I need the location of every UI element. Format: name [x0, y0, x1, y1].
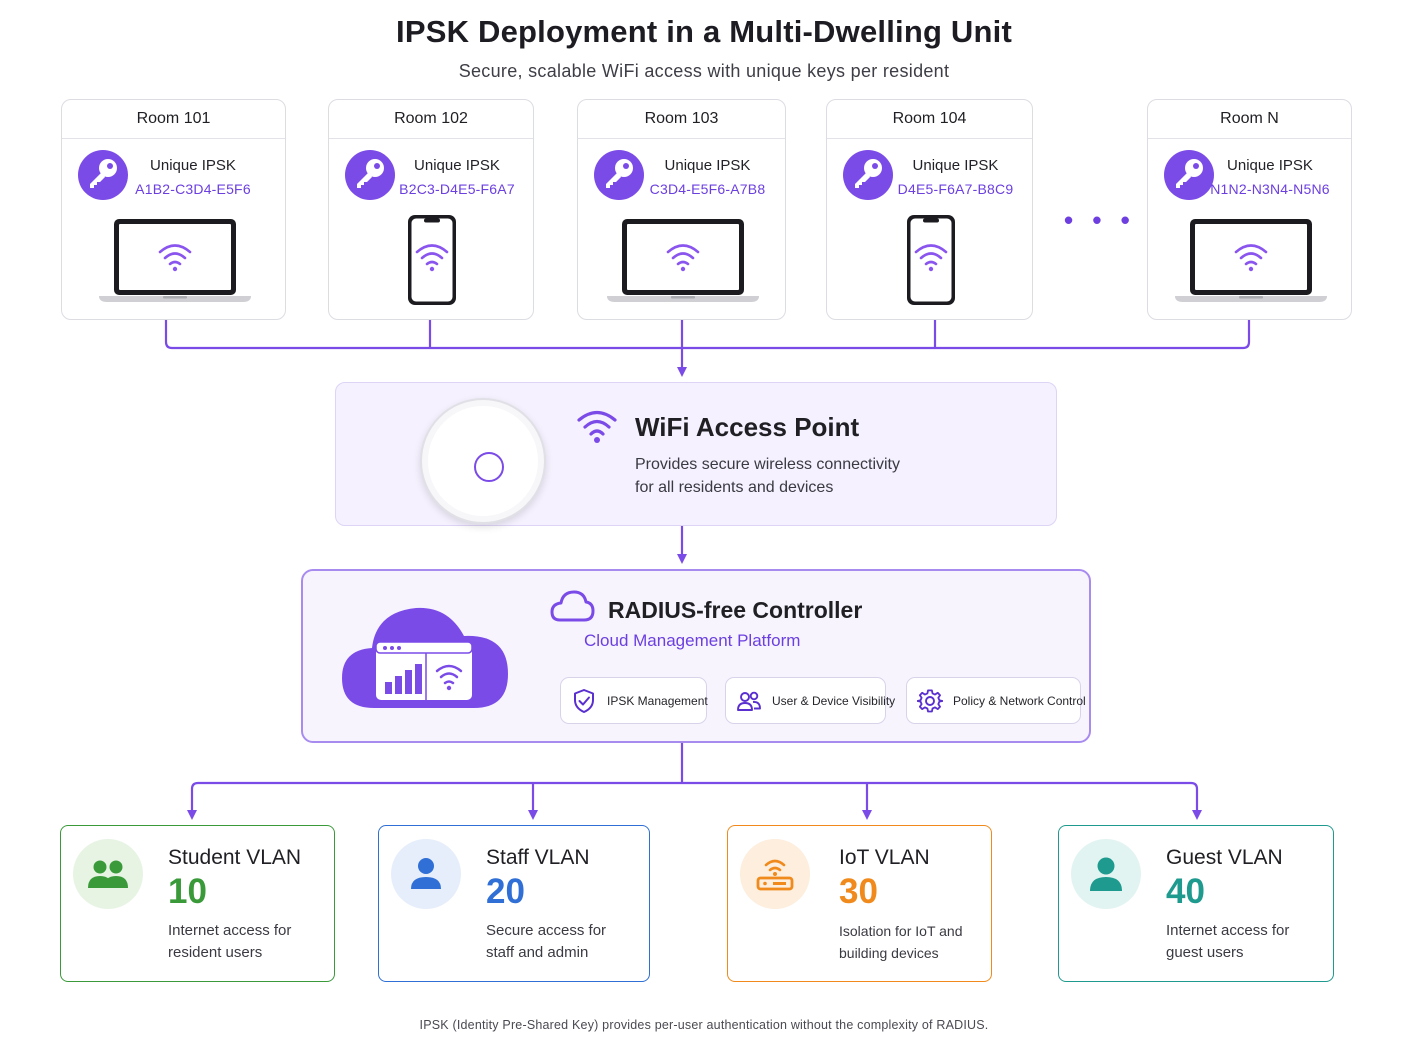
laptop-icon: [97, 216, 253, 311]
ipsk-key-value: N1N2-N3N4-N5N6: [1210, 181, 1330, 197]
access-point-panel: WiFi Access Point Provides secure wirele…: [335, 382, 1057, 526]
room-name: Room 101: [62, 100, 285, 139]
access-point-description: Provides secure wireless connectivity fo…: [635, 456, 900, 496]
vlan-name: Staff VLAN: [486, 846, 590, 869]
users-icon: [737, 691, 761, 711]
wifi-icon: [577, 410, 617, 443]
group-icon: [73, 839, 143, 909]
vlan-name: Guest VLAN: [1166, 846, 1283, 869]
laptop-icon: [1173, 216, 1329, 311]
room-name: Room 104: [827, 100, 1032, 139]
gear-icon: [917, 688, 943, 712]
ipsk-key-value: A1B2-C3D4-E5F6: [135, 181, 251, 197]
vlan-id: 10: [168, 872, 207, 911]
phone-icon: [407, 214, 457, 311]
ipsk-label: Unique IPSK: [1227, 157, 1313, 174]
pill-label: Policy & Network Control: [953, 693, 1086, 708]
access-point-device: [420, 398, 546, 524]
key-icon: [843, 150, 893, 200]
vlan-name: Student VLAN: [168, 846, 302, 869]
user-device-visibility-pill: User & Device Visibility: [725, 677, 895, 724]
ipsk-label: Unique IPSK: [664, 157, 751, 174]
ipsk-management-pill: IPSK Management: [560, 677, 708, 724]
pill-label: IPSK Management: [607, 693, 708, 708]
ipsk-key-value: D4E5-F6A7-B8C9: [897, 181, 1014, 197]
room-name: Room 102: [329, 100, 533, 139]
ipsk-label: Unique IPSK: [912, 157, 999, 174]
cloud-icon: [550, 590, 595, 622]
laptop-icon: [605, 216, 761, 311]
diagram-title: IPSK Deployment in a Multi-Dwelling Unit: [396, 14, 1012, 49]
vlan-id: 40: [1166, 872, 1205, 911]
pill-label: User & Device Visibility: [772, 693, 896, 708]
key-icon: [594, 150, 644, 200]
room-card: Room N Unique IPSK N1N2-N3N4-N5N6: [1147, 99, 1352, 320]
person-icon: [391, 839, 461, 909]
policy-network-control-pill: Policy & Network Control: [906, 677, 1086, 724]
key-icon: [78, 150, 128, 200]
ipsk-label: Unique IPSK: [414, 157, 500, 174]
vlan-id: 20: [486, 872, 525, 911]
key-icon: [345, 150, 395, 200]
access-point-title: WiFi Access Point: [635, 412, 860, 442]
room-name: Room N: [1148, 100, 1351, 139]
controller-title: RADIUS-free Controller: [608, 597, 863, 623]
cloud-dashboard-icon: [342, 607, 508, 708]
ipsk-key-value: B2C3-D4E5-F6A7: [399, 181, 515, 197]
access-point-led: [474, 452, 504, 482]
ipsk-label: Unique IPSK: [150, 157, 236, 174]
controller-panel: RADIUS-free Controller Cloud Management …: [301, 569, 1091, 743]
key-icon: [1164, 150, 1214, 200]
ipsk-key-value: C3D4-E5F6-A7B8: [649, 181, 766, 197]
more-rooms-ellipsis: • • •: [1064, 205, 1136, 235]
shield-check-icon: [574, 688, 594, 713]
diagram-subtitle: Secure, scalable WiFi access with unique…: [458, 61, 950, 81]
guest-icon: [1071, 839, 1141, 909]
room-name: Room 103: [578, 100, 785, 139]
footer-note: IPSK (Identity Pre-Shared Key) provides …: [419, 1018, 989, 1032]
phone-icon: [906, 214, 956, 311]
controller-subtitle: Cloud Management Platform: [584, 631, 801, 650]
vlan-name: IoT VLAN: [839, 846, 930, 869]
vlan-id: 30: [839, 872, 878, 911]
iot-device-icon: [740, 839, 810, 909]
